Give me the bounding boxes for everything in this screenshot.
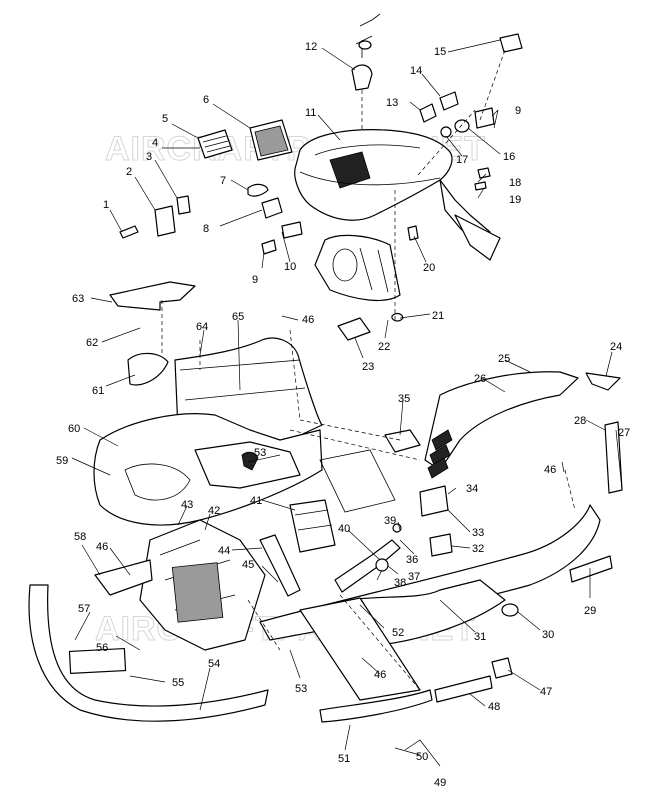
callout-48: 48 — [488, 701, 500, 713]
callout-44: 44 — [218, 545, 230, 557]
callout-55: 55 — [172, 677, 184, 689]
callout-6: 6 — [203, 94, 209, 106]
callout-18: 18 — [509, 177, 521, 189]
right-side-panels — [259, 371, 623, 723]
callout-13: 13 — [386, 97, 398, 109]
callout-28: 28 — [574, 415, 586, 427]
hood-hardware — [119, 13, 523, 341]
callout-23: 23 — [362, 361, 374, 373]
callout-46c: 46 — [96, 541, 108, 553]
callout-30: 30 — [542, 629, 554, 641]
left-panels — [93, 281, 323, 526]
callout-57: 57 — [78, 603, 90, 615]
callout-35: 35 — [398, 393, 410, 405]
callout-58: 58 — [74, 531, 86, 543]
callout-21: 21 — [432, 310, 444, 322]
callout-49: 49 — [434, 777, 446, 789]
callout-15: 15 — [434, 46, 446, 58]
callout-9a: 9 — [252, 274, 258, 286]
callout-47: 47 — [540, 686, 552, 698]
callout-24: 24 — [610, 341, 622, 353]
callout-42: 42 — [208, 505, 220, 517]
callout-3: 3 — [146, 151, 152, 163]
callout-labels: 1 2 3 4 5 6 7 8 9 9 10 11 12 13 14 15 16… — [56, 41, 630, 789]
callout-26: 26 — [474, 373, 486, 385]
assembly-lines — [161, 49, 576, 691]
callout-50: 50 — [416, 751, 428, 763]
callout-41: 41 — [250, 495, 262, 507]
callout-27: 27 — [618, 427, 630, 439]
callout-4: 4 — [152, 137, 158, 149]
callout-5: 5 — [162, 113, 168, 125]
hood-assembly — [294, 129, 501, 301]
callout-53a: 53 — [254, 447, 266, 459]
callout-17: 17 — [456, 154, 468, 166]
callout-45: 45 — [242, 559, 254, 571]
callout-40: 40 — [338, 523, 350, 535]
front-bumper — [28, 519, 269, 722]
callout-59: 59 — [56, 455, 68, 467]
callout-16: 16 — [503, 151, 515, 163]
callout-54: 54 — [208, 658, 220, 670]
callout-19: 19 — [509, 194, 521, 206]
callout-9b: 9 — [515, 105, 521, 117]
callout-25: 25 — [498, 353, 510, 365]
callout-46b: 46 — [544, 464, 556, 476]
callout-39: 39 — [384, 515, 396, 527]
callout-38: 38 — [394, 577, 406, 589]
leader-lines — [71, 39, 623, 767]
callout-60: 60 — [68, 423, 80, 435]
callout-46d: 46 — [374, 669, 386, 681]
callout-37: 37 — [408, 571, 420, 583]
callout-22: 22 — [378, 341, 390, 353]
callout-29: 29 — [584, 605, 596, 617]
callout-52: 52 — [392, 627, 404, 639]
callout-7: 7 — [220, 175, 226, 187]
callout-31: 31 — [474, 631, 486, 643]
center-mechanism — [259, 419, 421, 597]
callout-43: 43 — [181, 499, 193, 511]
callout-12: 12 — [305, 41, 317, 53]
callout-33: 33 — [472, 527, 484, 539]
callout-51: 51 — [338, 753, 350, 765]
callout-61: 61 — [92, 385, 104, 397]
callout-8: 8 — [203, 223, 209, 235]
callout-20: 20 — [423, 262, 435, 274]
callout-11: 11 — [305, 107, 316, 119]
callout-65: 65 — [232, 311, 244, 323]
callout-34: 34 — [466, 483, 478, 495]
callout-46a: 46 — [302, 314, 314, 326]
callout-56: 56 — [96, 642, 108, 654]
callout-64: 64 — [196, 321, 208, 333]
callout-1: 1 — [103, 199, 109, 211]
callout-63: 63 — [72, 293, 84, 305]
callout-32: 32 — [472, 543, 484, 555]
callout-53b: 53 — [295, 683, 307, 695]
callout-2: 2 — [126, 166, 132, 178]
callout-36: 36 — [406, 554, 418, 566]
callout-10: 10 — [284, 261, 296, 273]
callout-14: 14 — [410, 65, 422, 77]
callout-62: 62 — [86, 337, 98, 349]
